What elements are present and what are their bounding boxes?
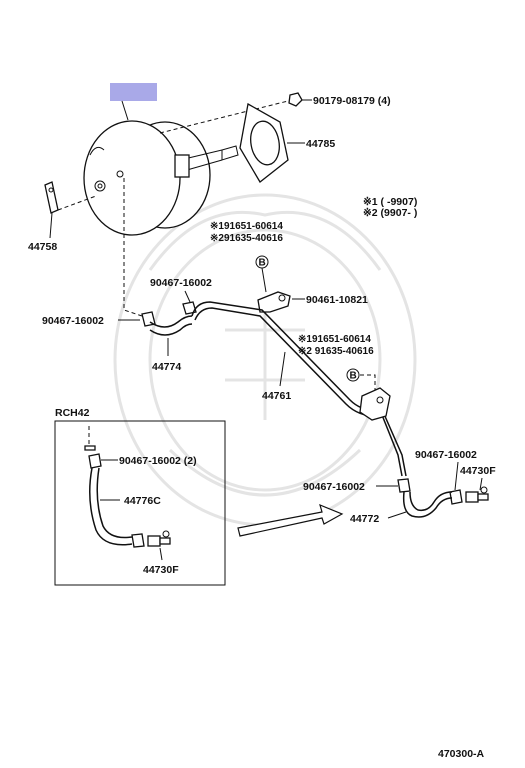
inset-hose-44776c[interactable]: [89, 467, 133, 546]
label-clip-right2[interactable]: 90467-16002: [303, 481, 365, 493]
inset-pipe-end[interactable]: [84, 445, 96, 451]
label-inset-clip[interactable]: 90467-16002 (2): [119, 455, 197, 467]
inset-clip-2[interactable]: [131, 533, 145, 548]
label-bracket-ref2[interactable]: ※291635-40616: [210, 233, 283, 244]
label-bracket-ref1[interactable]: ※191651-60614: [210, 221, 283, 232]
check-valve-right[interactable]: [465, 486, 489, 503]
note-1: ※1 ( -9907): [363, 196, 417, 208]
label-clevis[interactable]: 44758: [28, 241, 57, 253]
gasket-44785[interactable]: [239, 102, 289, 183]
label-clip-left[interactable]: 90467-16002: [42, 315, 104, 327]
highlight-marker[interactable]: [110, 83, 157, 101]
arrow-to-detail: [237, 503, 344, 537]
clevis-44758[interactable]: [44, 181, 59, 214]
nut-90179[interactable]: [288, 92, 303, 107]
hose-44774[interactable]: [149, 315, 193, 328]
label-union-ref2[interactable]: ※2 91635-40616: [298, 346, 374, 357]
clip-right2[interactable]: [397, 478, 411, 493]
label-clip-right1[interactable]: 90467-16002: [415, 449, 477, 461]
clip-right1[interactable]: [449, 489, 463, 505]
label-inset-hose[interactable]: 44776C: [124, 495, 161, 507]
diagram-id: 470300-A: [438, 748, 485, 760]
watermark-emblem: [113, 193, 417, 527]
callout-b-lower-text: B: [350, 371, 357, 382]
hose-44772[interactable]: [402, 491, 453, 518]
label-inset-valve[interactable]: 44730F: [143, 564, 179, 576]
note-2: ※2 (9907- ): [363, 207, 417, 219]
vacuum-pipe-44761[interactable]: [191, 301, 407, 477]
clamp-90461[interactable]: [257, 291, 291, 313]
label-hose-right[interactable]: 44772: [350, 513, 379, 525]
label-pipe[interactable]: 44761: [262, 390, 291, 402]
label-union-ref1[interactable]: ※191651-60614: [298, 334, 371, 345]
inset-box: [54, 420, 226, 586]
label-clip-upper[interactable]: 90467-16002: [150, 277, 212, 289]
union-bracket[interactable]: [359, 387, 391, 421]
label-gasket[interactable]: 44785: [306, 138, 335, 150]
label-valve-right[interactable]: 44730F: [460, 465, 496, 477]
inset-clip[interactable]: [88, 453, 102, 469]
inset-title: RCH42: [55, 407, 90, 419]
inset-check-valve[interactable]: [147, 530, 171, 547]
label-hose-left[interactable]: 44774: [152, 361, 181, 373]
label-clamp-upper[interactable]: 90461-10821: [306, 294, 368, 306]
callout-b-upper-text: B: [259, 258, 266, 269]
callout-b-lower: [346, 368, 360, 382]
brake-booster[interactable]: [83, 120, 239, 236]
label-bolt-nut[interactable]: 90179-08179 (4): [313, 95, 391, 107]
clip-upper[interactable]: [182, 301, 197, 315]
